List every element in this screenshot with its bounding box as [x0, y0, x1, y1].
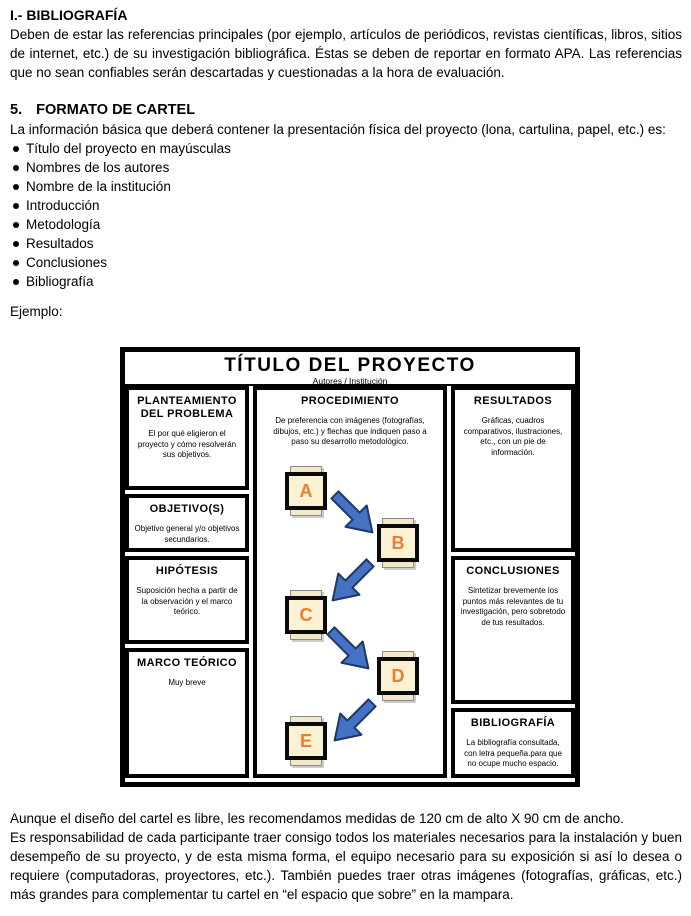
box-title: RESULTADOS: [473, 395, 553, 407]
box-hipotesis: HIPÓTESIS Suposición hecha a partir de l…: [125, 556, 249, 644]
poster-right-column: RESULTADOS Gráficas, cuadros comparativo…: [451, 386, 575, 778]
box-title: MARCO TEÓRICO: [137, 657, 237, 669]
procedure-flow: A B: [257, 390, 443, 774]
step-frame: B: [377, 524, 419, 562]
step-frame: D: [377, 657, 419, 695]
step-c: C: [285, 590, 327, 640]
box-planteamiento: PLANTEAMIENTO DEL PROBLEMA El por qué el…: [125, 386, 249, 490]
bullet-icon: [13, 259, 19, 266]
box-resultados: RESULTADOS Gráficas, cuadros comparativo…: [451, 386, 575, 552]
box-conclusiones: CONCLUSIONES Sintetizar brevemente los p…: [451, 556, 575, 704]
arrow-c-d-icon: [318, 618, 382, 682]
bullet-icon: [13, 278, 19, 285]
box-title: OBJETIVO(S): [149, 503, 225, 515]
arrow-d-e-icon: [321, 690, 385, 754]
paragraph-bibliografia: Deben de estar las referencias principal…: [10, 27, 682, 80]
example-label: Ejemplo:: [10, 304, 63, 319]
bullet-label: Introducción: [26, 198, 100, 213]
poster-title: TÍTULO DEL PROYECTO: [224, 355, 476, 376]
bullet-item: Bibliografía: [10, 272, 682, 291]
bullet-label: Conclusiones: [26, 255, 108, 270]
box-body: Sintetizar brevemente los puntos más rel…: [460, 586, 566, 627]
heading-bibliografia: I.- BIBLIOGRAFÍA: [10, 7, 128, 23]
bullet-item: Introducción: [10, 196, 682, 215]
box-title: PROCEDIMIENTO: [301, 395, 399, 407]
box-body: Muy breve: [168, 678, 206, 687]
step-a: A: [285, 466, 327, 516]
box-title: BIBLIOGRAFÍA: [470, 717, 556, 729]
bullet-item: Resultados: [10, 234, 682, 253]
bullet-item: Título del proyecto en mayúsculas: [10, 139, 682, 158]
bullet-item: Nombres de los autores: [10, 158, 682, 177]
box-procedimiento: PROCEDIMIENTO De preferencia con imágene…: [253, 386, 447, 778]
poster-subtitle: Autores / Institución: [312, 376, 388, 386]
arrow-b-c-icon: [319, 550, 383, 614]
bullet-list: Título del proyecto en mayúsculas Nombre…: [10, 139, 682, 291]
bullet-icon: [13, 164, 19, 171]
box-body: La bibliografía consultada, con letra pe…: [464, 738, 562, 768]
box-title: CONCLUSIONES: [466, 565, 560, 577]
bullet-icon: [13, 145, 19, 152]
step-d: D: [377, 651, 419, 701]
box-title: HIPÓTESIS: [155, 565, 219, 577]
step-letter: C: [299, 605, 313, 625]
box-body: Suposición hecha a partir de la observac…: [136, 586, 238, 616]
heading-formato-number: 5.: [10, 102, 23, 118]
step-letter: E: [299, 731, 312, 751]
box-bibliografia: BIBLIOGRAFÍA La bibliografía consultada,…: [451, 708, 575, 778]
box-body: Gráficas, cuadros comparativos, ilustrac…: [463, 416, 563, 457]
closing-paragraph: Es responsabilidad de cada participante …: [10, 830, 682, 902]
bullet-icon: [13, 240, 19, 247]
box-body: Objetivo general y/o objetivos secundari…: [134, 524, 240, 544]
step-frame: E: [285, 722, 327, 760]
step-e: E: [285, 716, 327, 766]
closing-section: Aunque el diseño del cartel es libre, le…: [10, 809, 682, 904]
bullet-label: Bibliografía: [26, 274, 94, 289]
step-frame: C: [285, 596, 327, 634]
bullet-label: Título del proyecto en mayúsculas: [26, 141, 231, 156]
bullet-icon: [13, 183, 19, 190]
bullet-label: Metodología: [26, 217, 101, 232]
poster-titlebar: TÍTULO DEL PROYECTO Autores / Institució…: [125, 352, 575, 386]
step-frame: A: [285, 472, 327, 510]
bullet-label: Resultados: [26, 236, 94, 251]
paragraph-formato-intro: La información básica que deberá contene…: [10, 122, 666, 137]
closing-line: Aunque el diseño del cartel es libre, le…: [10, 811, 624, 826]
step-letter: A: [299, 481, 313, 501]
bullet-icon: [13, 221, 19, 228]
bullet-label: Nombre de la institución: [26, 179, 171, 194]
bullet-item: Metodología: [10, 215, 682, 234]
box-objetivos: OBJETIVO(S) Objetivo general y/o objetiv…: [125, 494, 249, 552]
step-letter: D: [391, 666, 405, 686]
poster-center-column: PROCEDIMIENTO De preferencia con imágene…: [253, 386, 447, 778]
poster-body: PLANTEAMIENTO DEL PROBLEMA El por qué el…: [125, 386, 575, 778]
bullet-icon: [13, 202, 19, 209]
arrow-a-b-icon: [322, 482, 386, 546]
bullet-item: Conclusiones: [10, 253, 682, 272]
box-title: PLANTEAMIENTO DEL PROBLEMA: [137, 395, 237, 420]
box-body: El por qué eligieron el proyecto y cómo …: [137, 429, 237, 459]
box-body: De preferencia con imágenes (fotografías…: [273, 416, 427, 446]
heading-formato-label: FORMATO DE CARTEL: [36, 102, 196, 118]
heading-formato-cartel: 5. FORMATO DE CARTEL: [10, 100, 682, 120]
poster-figure: TÍTULO DEL PROYECTO Autores / Institució…: [120, 347, 580, 787]
step-letter: B: [391, 533, 405, 553]
bullet-item: Nombre de la institución: [10, 177, 682, 196]
box-marco-teorico: MARCO TEÓRICO Muy breve: [125, 648, 249, 778]
poster-left-column: PLANTEAMIENTO DEL PROBLEMA El por qué el…: [125, 386, 249, 778]
bullet-label: Nombres de los autores: [26, 160, 170, 175]
step-b: B: [377, 518, 419, 568]
